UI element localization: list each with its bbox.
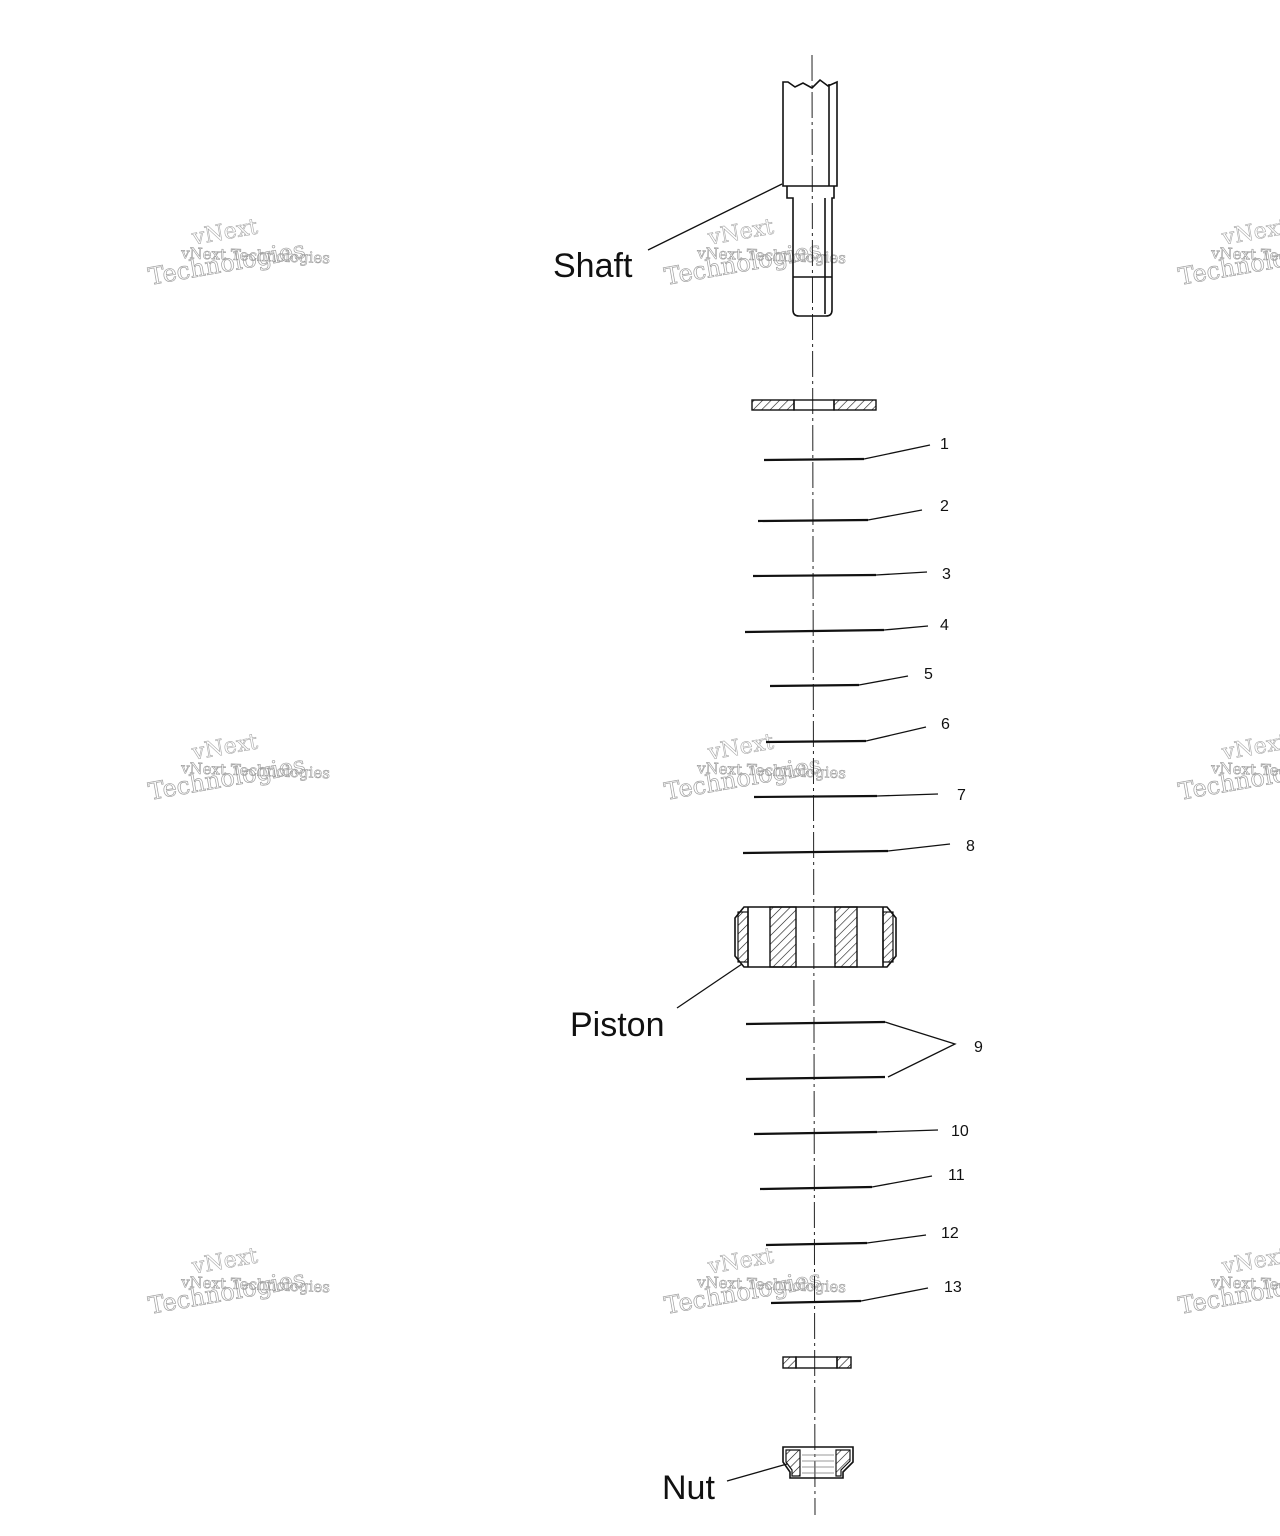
- shim-2: [757, 518, 869, 523]
- shim-8: [742, 849, 889, 855]
- bottom-washer: [782, 1356, 852, 1369]
- watermark: vNext vNext Technologies Technologies: [1176, 214, 1280, 291]
- nut-leader: [726, 1463, 788, 1482]
- watermark: vNext vNext Technologies Technologies: [1176, 1243, 1280, 1320]
- nut-label: Nut: [662, 1469, 715, 1507]
- watermark: vNext vNext Technologies Technologies: [146, 729, 331, 806]
- svg-text:vNext Technologies: vNext Technologies: [696, 1273, 847, 1296]
- watermark: vNext vNext Technologies Technologies: [146, 214, 331, 291]
- piston-leader: [676, 963, 743, 1009]
- shim-stack-upper: [742, 457, 889, 855]
- shaft: [782, 78, 838, 317]
- callout-4: 4: [940, 617, 949, 634]
- shim-3: [752, 573, 877, 578]
- shim-10: [753, 1130, 878, 1136]
- callout-10: 10: [951, 1123, 969, 1140]
- callout-3: 3: [942, 566, 951, 583]
- svg-text:vNext Technologies: vNext Technologies: [180, 244, 331, 267]
- callout-6: 6: [941, 716, 950, 733]
- svg-text:vNext Technologies: vNext Technologies: [1210, 244, 1280, 267]
- shaft-leader: [647, 183, 783, 251]
- callout-5: 5: [924, 666, 933, 683]
- nut: [782, 1446, 854, 1479]
- center-axis: [811, 54, 816, 1516]
- shim-11: [759, 1185, 873, 1191]
- shaft-label: Shaft: [553, 247, 633, 285]
- callout-1: 1: [940, 436, 949, 453]
- shim-9b: [745, 1075, 886, 1081]
- piston-label: Piston: [570, 1006, 665, 1044]
- callout-2: 2: [940, 498, 949, 515]
- shim-1: [763, 457, 865, 462]
- callout-8: 8: [966, 838, 975, 855]
- svg-text:vNext Technologies: vNext Technologies: [180, 759, 331, 782]
- svg-text:vNext Technologies: vNext Technologies: [180, 1273, 331, 1296]
- top-washer: [751, 399, 877, 411]
- svg-text:vNext Technologies: vNext Technologies: [696, 759, 847, 782]
- shim-4: [744, 628, 885, 634]
- shim-9a: [745, 1020, 886, 1026]
- watermark: vNext vNext Technologies Technologies: [1176, 729, 1280, 806]
- callout-12: 12: [941, 1225, 959, 1242]
- callout-11: 11: [948, 1167, 965, 1184]
- shim-13: [770, 1299, 862, 1305]
- watermark: vNext vNext Technologies Technologies: [146, 1243, 331, 1320]
- callout-13: 13: [944, 1279, 962, 1296]
- callout-7: 7: [957, 787, 966, 804]
- watermarks: vNext vNext Technologies Technologies vN…: [146, 214, 1280, 1320]
- svg-text:vNext Technologies: vNext Technologies: [1210, 1273, 1280, 1296]
- watermark: vNext vNext Technologies Technologies: [662, 214, 847, 291]
- shim-12: [765, 1241, 868, 1247]
- svg-text:vNext Technologies: vNext Technologies: [1210, 759, 1280, 782]
- shim-7: [753, 794, 878, 799]
- shim-6: [765, 739, 867, 744]
- watermark: vNext vNext Technologies Technologies: [662, 1243, 847, 1320]
- svg-text:vNext Technologies: vNext Technologies: [696, 244, 847, 267]
- callout-9: 9: [974, 1039, 983, 1056]
- watermark: vNext vNext Technologies Technologies: [662, 729, 847, 806]
- piston: [734, 906, 897, 968]
- shim-5: [769, 683, 860, 688]
